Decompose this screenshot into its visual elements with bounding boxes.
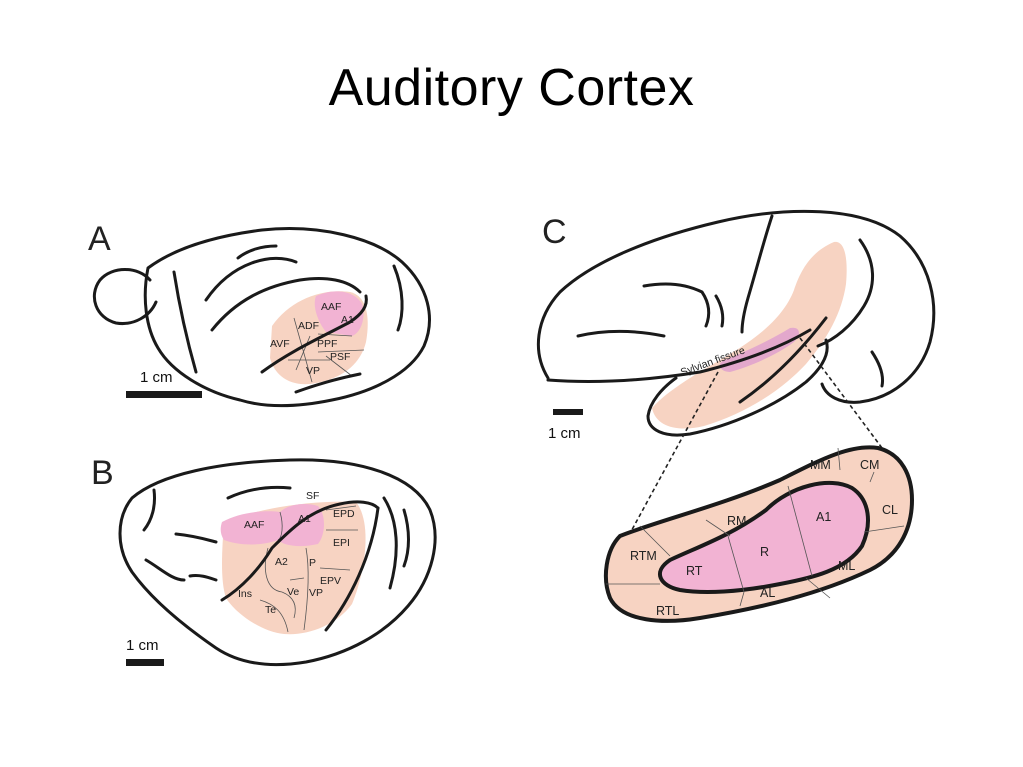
- panel-a-region-label: AAF: [321, 301, 341, 313]
- panel-b-sulcus: [220, 500, 380, 602]
- slide-title: Auditory Cortex: [328, 59, 695, 117]
- panel-c-region-label: RTL: [656, 604, 679, 618]
- panel-c-region-label: ML: [838, 559, 855, 573]
- panel-c-scale-bar: [553, 409, 583, 415]
- panel-b-core-region: [220, 504, 324, 547]
- panel-b-region-label: VP: [309, 587, 323, 599]
- panel-b-sulcus: [324, 506, 380, 632]
- panel-b-region-label: Ins: [238, 588, 252, 600]
- panel-a-sulcus: [204, 256, 298, 302]
- panel-c-zoom-line-right: [799, 337, 889, 457]
- panel-b-letter: B: [91, 454, 114, 492]
- panel-a-region-label: AVF: [270, 338, 290, 350]
- panel-c-sulcus: [576, 330, 666, 338]
- panel-b-region-label: SF: [306, 490, 319, 502]
- panel-a-region-label: PSF: [330, 351, 350, 363]
- panel-c-letter: C: [542, 213, 567, 251]
- panel-c-sylvian-fissure: [546, 328, 812, 384]
- panel-b: B SF AAF A1 EPD EPI A2: [91, 454, 437, 667]
- panel-c-zoom-line-left: [621, 371, 719, 549]
- panel-c-sulcus: [714, 294, 725, 328]
- panel-c-region-label: CM: [860, 458, 879, 472]
- panel-a-sulcus: [210, 277, 362, 332]
- panel-c-sulcus: [738, 316, 828, 404]
- panel-c-region-label: RTM: [630, 549, 657, 563]
- panel-b-sulcus: [144, 558, 186, 582]
- panel-b-sulcus: [142, 488, 156, 532]
- panel-c-region-label: A1: [816, 510, 831, 524]
- panel-b-region-label: Te: [265, 604, 276, 616]
- panel-a-region-label: A1: [341, 314, 354, 326]
- panel-b-brain-outline: [118, 458, 437, 667]
- panel-c-region-label: AL: [760, 586, 775, 600]
- panel-c-core-map: [658, 480, 870, 594]
- panel-b-region-borders: [259, 505, 358, 633]
- panel-c: C Sylvian fissure 1 cm: [536, 209, 936, 623]
- panel-c-sulcus: [740, 214, 774, 334]
- panel-c-region-label: CL: [882, 503, 898, 517]
- panel-c-sulcus: [642, 282, 711, 328]
- panel-a-olfactory-bulb: [92, 268, 158, 326]
- panel-b-sulcus: [188, 574, 218, 582]
- panel-a-sulcus: [236, 244, 278, 260]
- panel-b-region-label: EPV: [320, 575, 341, 587]
- panel-c-region-label: RT: [686, 564, 703, 578]
- panel-c-scale-label: 1 cm: [548, 425, 581, 442]
- panel-c-sulcus: [816, 238, 875, 348]
- panel-a-sulcus: [294, 372, 362, 394]
- panel-b-sulcus: [226, 485, 292, 500]
- panel-c-temporal-lobe: [646, 338, 829, 437]
- panel-b-region-label: AAF: [244, 519, 264, 531]
- panel-b-scale-bar: [126, 659, 164, 666]
- panel-a-region-label: VP: [306, 365, 320, 377]
- panel-a-region-borders: [288, 317, 365, 383]
- panel-a-letter: A: [88, 220, 111, 258]
- panel-a-region-label: ADF: [298, 320, 319, 332]
- panel-a: A AAF A1 ADF AVF PPF PSF VP 1 c: [88, 220, 431, 408]
- panel-a-brain-outline: [143, 227, 431, 408]
- panel-a-sulcus: [260, 294, 368, 374]
- panel-b-region-label: P: [309, 557, 316, 569]
- panel-a-scale-label: 1 cm: [140, 369, 173, 386]
- panel-b-sulcus: [402, 508, 410, 568]
- panel-c-region-label: RM: [727, 514, 746, 528]
- panel-a-sulcus: [392, 264, 404, 332]
- panel-a-scale-bar: [126, 391, 202, 398]
- panel-b-region-label: Ve: [287, 586, 299, 598]
- panel-c-region-label: MM: [810, 458, 831, 472]
- panel-c-region-label: R: [760, 545, 769, 559]
- panel-c-region-borders: [606, 447, 905, 607]
- panel-a-region-label: PPF: [317, 338, 337, 350]
- panel-a-core-region: [314, 291, 364, 336]
- panel-b-region-label: A1: [298, 513, 311, 525]
- panel-b-sulcus: [382, 496, 398, 590]
- panel-b-region-label: EPD: [333, 508, 355, 520]
- panel-a-sulcus: [172, 270, 198, 374]
- panel-b-region-label: EPI: [333, 537, 350, 549]
- panel-b-sulcus: [174, 532, 218, 544]
- panel-c-auditory-region: [652, 241, 847, 429]
- panel-c-sulcus: [870, 350, 884, 388]
- panel-b-scale-label: 1 cm: [126, 637, 159, 654]
- panel-c-brain-outline: [536, 209, 936, 404]
- panel-b-region-label: A2: [275, 556, 288, 568]
